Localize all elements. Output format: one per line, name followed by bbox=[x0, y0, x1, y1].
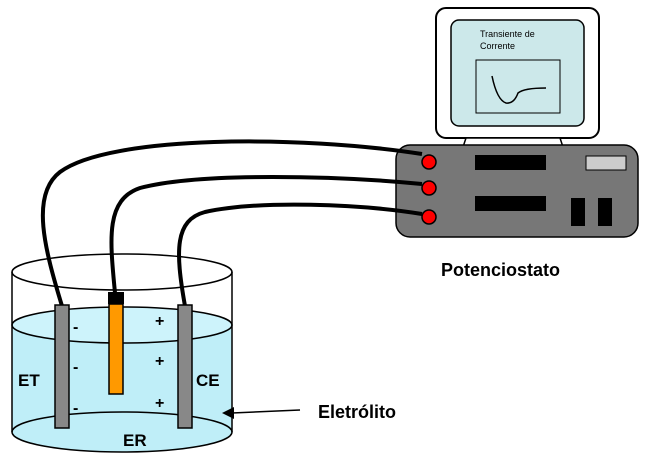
potentiostat-display-slot-1 bbox=[475, 155, 546, 170]
potentiostat-button-right bbox=[598, 198, 612, 226]
cable-counter-electrode bbox=[177, 202, 423, 307]
terminal-red-1 bbox=[421, 154, 437, 170]
working-electrode-plate bbox=[54, 304, 70, 429]
counter-electrode-plate bbox=[177, 304, 193, 429]
screen-title-line1: Transiente de bbox=[480, 29, 535, 39]
cable-reference-electrode bbox=[109, 175, 423, 294]
electrolyte-arrow-line bbox=[231, 409, 301, 414]
current-transient-curve-icon bbox=[491, 75, 547, 104]
counter-electrode-sign-2: + bbox=[155, 353, 164, 370]
electrodes bbox=[54, 292, 193, 429]
counter-electrode-sign-3: + bbox=[155, 395, 164, 412]
beaker-bottom bbox=[11, 411, 233, 453]
electrolyte-label: Eletrólito bbox=[318, 402, 396, 422]
connection-cables bbox=[40, 139, 423, 307]
working-electrode-label: ET bbox=[18, 371, 40, 390]
working-electrode-sign-3: - bbox=[73, 400, 78, 417]
working-electrode-sign-1: - bbox=[73, 319, 78, 336]
cable-working-electrode bbox=[40, 139, 423, 307]
counter-electrode-label: CE bbox=[196, 371, 220, 390]
potentiostat-indicator-window bbox=[585, 155, 627, 171]
potentiostat-label: Potenciostato bbox=[441, 260, 560, 280]
terminal-red-3 bbox=[421, 209, 437, 225]
computer-monitor: Transiente de Corrente bbox=[435, 7, 600, 151]
counter-electrode-sign-1: + bbox=[155, 313, 164, 330]
potentiostat-display-slot-2 bbox=[475, 196, 546, 211]
reference-electrode-label: ER bbox=[123, 431, 147, 450]
reference-electrode-body bbox=[108, 303, 124, 395]
reference-electrode-tip bbox=[108, 292, 124, 304]
potentiostat bbox=[395, 144, 639, 238]
arrow-head-icon bbox=[222, 407, 234, 419]
electrolyte-pointer bbox=[222, 407, 301, 419]
screen-graph-box bbox=[475, 59, 561, 114]
working-electrode-sign-2: - bbox=[73, 359, 78, 376]
beaker-top-rim bbox=[11, 253, 233, 291]
screen-title-line2: Corrente bbox=[480, 41, 515, 51]
potentiostat-button-left bbox=[571, 198, 585, 226]
terminal-red-2 bbox=[421, 180, 437, 196]
